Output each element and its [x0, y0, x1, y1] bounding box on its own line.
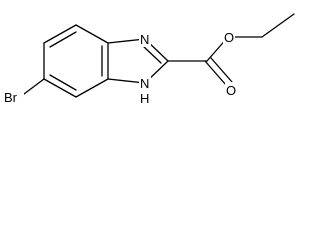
amine-nitrogen-label: N: [140, 76, 149, 91]
bond-carbonyl-o-double-a: [204, 60, 227, 86]
bond-carbonyl-o-double-b: [210, 57, 233, 83]
amine-hydrogen-label: H: [140, 91, 149, 106]
bond-c3a-c4: [75, 24, 109, 44]
double-bond-c6-c7: [49, 74, 77, 91]
bond-c3a-n3: [107, 38, 146, 44]
double-bond-c4-c5: [49, 31, 77, 48]
bond-c4-c5: [43, 24, 77, 44]
bond-c6-c7: [43, 78, 77, 98]
benzene-ring: [43, 24, 109, 98]
imine-nitrogen-label: N: [140, 32, 149, 47]
imidazole-ring: [107, 38, 169, 84]
atom-labels: Br N N H O O: [3, 29, 237, 106]
bromine-label: Br: [4, 90, 18, 105]
ethyl-ester-group: [167, 13, 295, 86]
ethyl-6-bromobenzimidazole-2-carboxylate-structure: Br N N H O O: [3, 13, 295, 106]
bond-n1-c7a: [107, 78, 146, 84]
bond-c7-c7a: [75, 78, 109, 98]
bond-ch2-ch3: [261, 13, 295, 38]
double-bond-n3-c2: [142, 45, 162, 64]
carbonyl-oxygen-label: O: [226, 83, 236, 98]
ester-oxygen-label: O: [224, 30, 234, 45]
